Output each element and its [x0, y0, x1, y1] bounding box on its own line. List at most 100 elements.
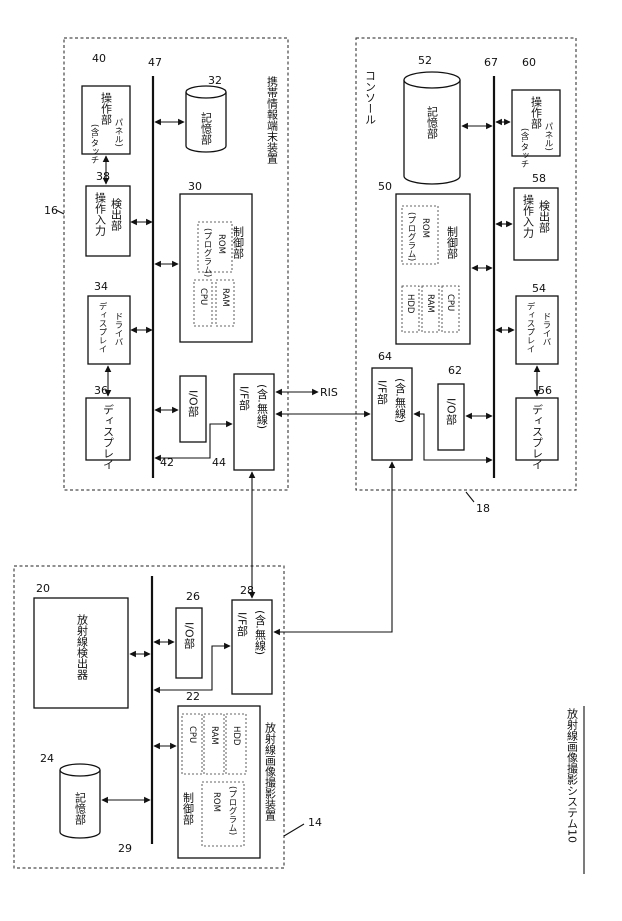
ref-22: 22: [186, 690, 200, 703]
console-device: 記憶部 操作部 (含.タッチ パネル) 操作入力 検出部 制御部 ROM (プロ…: [356, 38, 576, 515]
imaging-apparatus: 放射線検出器 記憶部 制御部 CPU RAM HDD ROM (プログラム) I…: [14, 566, 322, 868]
console-display-driver: ディスプレイ ドライバ: [516, 296, 558, 364]
mobile-input-detector-l2: 検出部: [110, 197, 123, 231]
console-display: ディスプレイ: [516, 398, 558, 470]
ris-label: RIS: [320, 386, 338, 399]
mobile-title: 携帯情報端末装置: [266, 75, 279, 164]
mobile-program: (プログラム): [202, 228, 212, 277]
console-operation-sub1: (含.タッチ: [519, 128, 529, 168]
system-title: 放射線画像撮影システム10: [566, 707, 579, 843]
console-if-unit: I/F部 (含.無線): [372, 368, 412, 460]
console-control-unit: 制御部 ROM (プログラム) HDD RAM CPU: [396, 194, 470, 344]
ref-32: 32: [208, 74, 222, 87]
ref-58: 58: [532, 172, 546, 185]
console-operation-label: 操作部: [530, 95, 543, 129]
console-input-detector-l1: 操作入力: [522, 193, 535, 238]
console-cpu: CPU: [445, 294, 455, 311]
mobile-driver-l2: ドライバ: [113, 312, 123, 346]
mobile-operation-sub2: パネル): [113, 118, 123, 147]
detector-label: 放射線検出器: [76, 613, 89, 681]
console-storage-label: 記憶部: [426, 105, 439, 139]
console-io-label: I/O部: [445, 398, 458, 425]
imaging-hdd: HDD: [231, 726, 241, 746]
ref-18: 18: [476, 502, 490, 515]
imaging-if-sub: (含.無線): [254, 610, 267, 655]
console-operation-sub2: パネル): [543, 122, 553, 151]
mobile-io-label: I/O部: [187, 390, 200, 417]
imaging-control-unit: 制御部 CPU RAM HDD ROM (プログラム): [178, 706, 260, 858]
console-title: コンソール: [364, 70, 377, 125]
console-io-unit: I/O部: [438, 384, 464, 450]
imaging-control-label: 制御部: [182, 792, 195, 825]
mobile-control-label: 制御部: [232, 226, 245, 259]
mobile-driver-l1: ディスプレイ: [97, 301, 107, 353]
console-display-label: ディスプレイ: [531, 403, 544, 470]
ref-34: 34: [94, 280, 108, 293]
mobile-operation-unit: 操作部 (含.タッチ パネル): [82, 86, 130, 164]
ref-50: 50: [378, 180, 392, 193]
ref-62: 62: [448, 364, 462, 377]
ref-47: 47: [148, 56, 162, 69]
console-hdd: HDD: [405, 294, 415, 314]
imaging-if-unit: I/F部 (含.無線): [232, 600, 272, 694]
console-ram: RAM: [425, 294, 435, 313]
mobile-io-unit: I/O部: [180, 376, 206, 442]
imaging-if-label: I/F部: [236, 612, 249, 636]
mobile-input-detector-l1: 操作入力: [94, 191, 107, 236]
console-rom: ROM: [420, 218, 430, 238]
console-storage: 記憶部: [404, 72, 460, 184]
ref-56: 56: [538, 384, 552, 397]
ref-60: 60: [522, 56, 536, 69]
ref-54: 54: [532, 282, 546, 295]
console-program: (プログラム): [406, 212, 416, 261]
ref-30: 30: [188, 180, 202, 193]
console-if-label: I/F部: [376, 380, 389, 404]
mobile-display: ディスプレイ: [86, 398, 130, 470]
console-driver-l1: ディスプレイ: [525, 301, 535, 353]
imaging-io-unit: I/O部: [176, 608, 202, 678]
console-control-label: 制御部: [446, 226, 459, 259]
ref-44: 44: [212, 456, 226, 469]
mobile-storage: 記憶部: [186, 86, 226, 152]
imaging-storage-label: 記憶部: [74, 791, 87, 825]
imaging-title: 放射線画像撮影装置: [264, 721, 277, 821]
mobile-display-label: ディスプレイ: [102, 403, 115, 470]
ref-64: 64: [378, 350, 392, 363]
ref-52: 52: [418, 54, 432, 67]
ref-67: 67: [484, 56, 498, 69]
radiation-detector: 放射線検出器: [34, 598, 128, 708]
console-driver-l2: ドライバ: [541, 312, 551, 346]
imaging-cpu: CPU: [187, 726, 197, 743]
mobile-operation-label: 操作部: [100, 91, 113, 125]
mobile-if-sub: (含.無線): [256, 384, 269, 429]
console-operation-unit: 操作部 (含.タッチ パネル): [512, 90, 560, 168]
mobile-ram: RAM: [220, 288, 230, 307]
mobile-operation-sub1: (含.タッチ: [89, 124, 99, 164]
mobile-control-unit: 制御部 ROM (プログラム) CPU RAM: [180, 194, 252, 342]
mobile-rom: ROM: [216, 234, 226, 254]
ref-14: 14: [308, 816, 322, 829]
ref-24: 24: [40, 752, 54, 765]
ref-36: 36: [94, 384, 108, 397]
ref-40: 40: [92, 52, 106, 65]
console-if-sub: (含.無線): [394, 378, 407, 423]
imaging-rom: ROM: [211, 792, 221, 812]
mobile-cpu: CPU: [198, 288, 208, 305]
ref-26: 26: [186, 590, 200, 603]
console-input-detector-l2: 検出部: [538, 199, 551, 233]
mobile-storage-label: 記憶部: [200, 111, 213, 145]
imaging-io-label: I/O部: [183, 622, 196, 649]
mobile-terminal-device: 操作部 (含.タッチ パネル) 操作入力 検出部 記憶部 制御部 ROM (プロ…: [44, 38, 288, 490]
mobile-if-label: I/F部: [238, 386, 251, 410]
mobile-input-detector: 操作入力 検出部: [86, 186, 130, 256]
ref-38: 38: [96, 170, 110, 183]
mobile-if-unit: I/F部 (含.無線): [234, 374, 274, 470]
ref-42: 42: [160, 456, 174, 469]
ref-29: 29: [118, 842, 132, 855]
console-input-detector: 操作入力 検出部: [514, 188, 558, 260]
imaging-storage: 記憶部: [60, 764, 100, 838]
imaging-program: (プログラム): [227, 786, 237, 835]
ref-20: 20: [36, 582, 50, 595]
mobile-display-driver: ディスプレイ ドライバ: [88, 296, 130, 364]
